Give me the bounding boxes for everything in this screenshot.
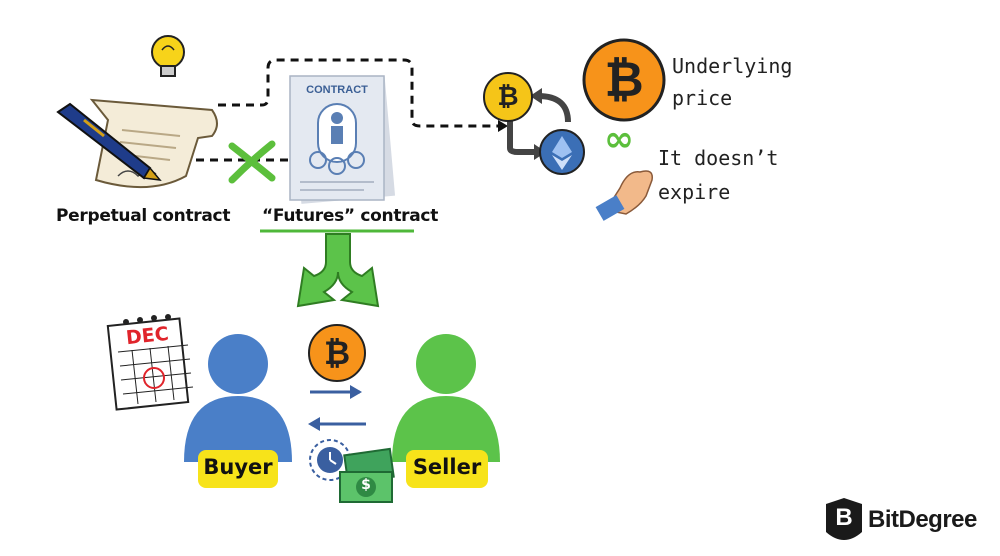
infinity-icon: ∞ [604, 119, 634, 160]
hand-icon [595, 170, 653, 221]
bitcoin-center-symbol: ₿ [323, 334, 351, 372]
underlying-price-label-line2: price [672, 86, 733, 110]
bitcoin-small-symbol: ₿ [497, 82, 519, 112]
clock-icon [309, 439, 351, 481]
contract-document-icon [289, 75, 396, 204]
perpetual-contract-label: Perpetual contract [56, 206, 231, 226]
bitdegree-logo-letter: B [835, 504, 853, 531]
bitdegree-logo-icon [826, 498, 862, 540]
no-expiry-label-line1: It doesn’t [658, 146, 779, 170]
seller-tag [406, 450, 488, 488]
bitcoin-large-icon [582, 38, 666, 122]
split-arrow-icon [296, 233, 380, 308]
money-icon [339, 447, 395, 503]
futures-contract-label: “Futures” contract [262, 206, 439, 226]
seller-figure [392, 334, 500, 462]
crypto-exchange-cycle [483, 72, 585, 175]
underlying-price-label-line1: Underlying [672, 54, 793, 78]
exchange-arrows [308, 385, 366, 431]
dashed-connector-top [218, 58, 498, 128]
pen-icon [56, 102, 162, 181]
buyer-figure [184, 334, 292, 462]
bitcoin-large-symbol: ₿ [604, 52, 644, 108]
dashed-arrowhead [498, 120, 508, 132]
buyer-label: Buyer [203, 455, 273, 479]
cross-icon [228, 140, 276, 184]
buyer-tag [198, 450, 278, 488]
no-expiry-label-line2: expire [658, 180, 731, 204]
bitcoin-center-icon [308, 324, 366, 382]
bitdegree-brand-name[interactable]: BitDegree [868, 506, 977, 533]
calendar-icon [106, 314, 194, 411]
lightbulb-icon [151, 35, 185, 77]
dollar-symbol: $ [361, 477, 371, 493]
contract-document-title: CONTRACT [306, 84, 368, 96]
calendar-month-label: DEC [124, 322, 170, 350]
seller-label: Seller [412, 455, 482, 479]
